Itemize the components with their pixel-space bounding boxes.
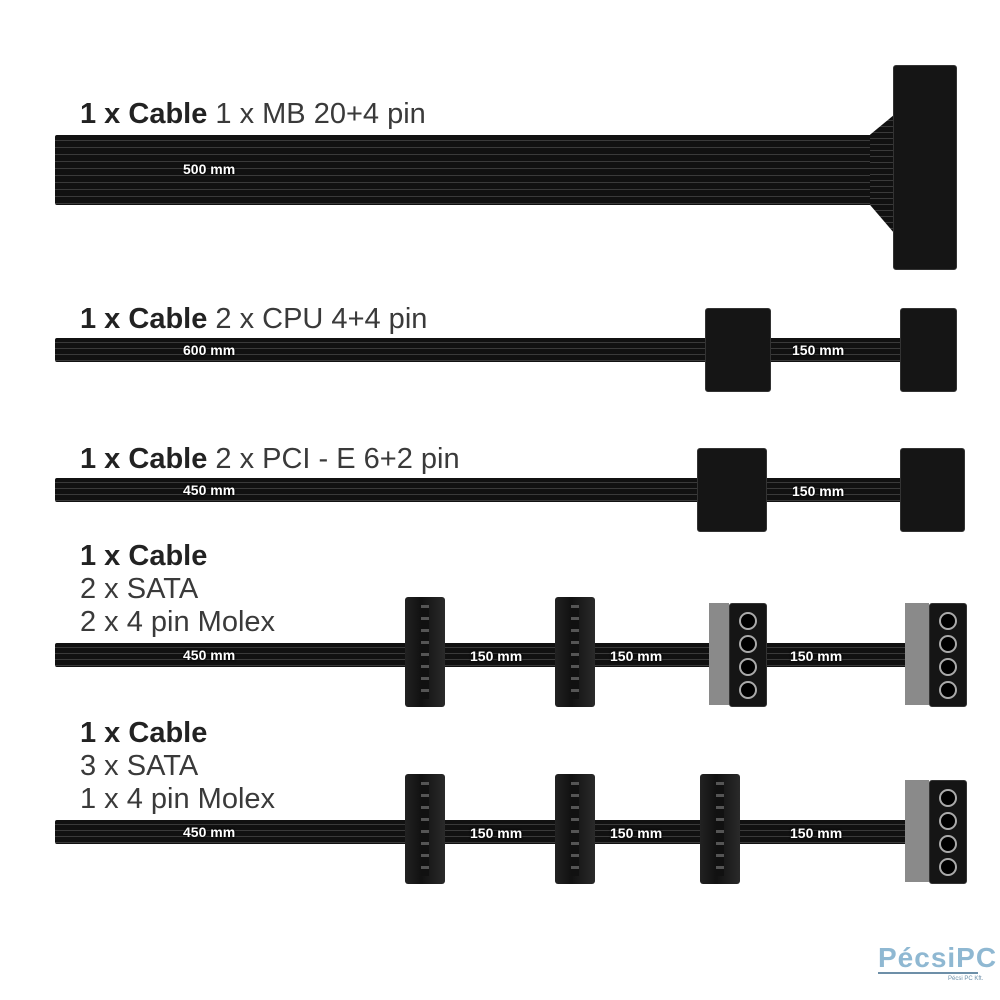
cpu-cable <box>55 338 935 362</box>
length-label: 150 mm <box>792 342 845 358</box>
title-desc: 2 x PCI - E 6+2 pin <box>215 443 460 475</box>
molex-connector <box>929 780 967 884</box>
sata-connector <box>700 774 740 884</box>
length-label: 150 mm <box>470 648 523 664</box>
cable-title-cpu: 1 x Cable 2 x CPU 4+4 pin <box>80 303 427 336</box>
molex-shell <box>905 603 929 705</box>
mb-24pin-connector <box>893 65 957 270</box>
pcie-cable <box>55 478 935 502</box>
title-desc: 1 x 4 pin Molex <box>80 783 276 815</box>
cable-title-mb: 1 x Cable 1 x MB 20+4 pin <box>80 98 426 131</box>
length-label: 600 mm <box>183 342 236 358</box>
sata-connector <box>555 774 595 884</box>
pcie-connector-1 <box>697 448 767 532</box>
cpu-connector-1 <box>705 308 771 392</box>
title-desc: 3 x SATA <box>80 750 199 782</box>
sata-connector <box>555 597 595 707</box>
length-label: 450 mm <box>183 647 236 663</box>
length-label: 150 mm <box>790 825 843 841</box>
title-desc: 2 x 4 pin Molex <box>80 606 276 638</box>
title-desc: 2 x SATA <box>80 573 199 605</box>
title-bold: 1 x Cable <box>80 98 208 130</box>
sata-molex-cable <box>55 643 960 667</box>
sata-connector <box>405 774 445 884</box>
sata-molex-cable-2 <box>55 820 935 844</box>
title-bold: 1 x Cable <box>80 303 208 335</box>
logo-underline <box>878 972 978 974</box>
cpu-connector-2 <box>900 308 957 392</box>
length-label: 500 mm <box>183 161 236 177</box>
title-desc: 2 x CPU 4+4 pin <box>215 303 428 335</box>
length-label: 150 mm <box>610 825 663 841</box>
pecsipc-logo: PécsiPC <box>878 942 998 973</box>
length-label: 150 mm <box>790 648 843 664</box>
length-label: 450 mm <box>183 824 236 840</box>
title-bold: 1 x Cable <box>80 717 208 749</box>
length-label: 150 mm <box>470 825 523 841</box>
title-desc: 1 x MB 20+4 pin <box>215 98 426 130</box>
mb-cable <box>55 135 875 205</box>
length-label: 450 mm <box>183 482 236 498</box>
molex-connector <box>729 603 767 707</box>
pcie-connector-2 <box>900 448 965 532</box>
sata-connector <box>405 597 445 707</box>
length-label: 150 mm <box>610 648 663 664</box>
title-bold: 1 x Cable <box>80 443 208 475</box>
length-label: 150 mm <box>792 483 845 499</box>
molex-shell <box>905 780 929 882</box>
logo-subtitle: Pécsi PC Kft. <box>948 976 984 982</box>
molex-shell <box>709 603 729 705</box>
molex-connector <box>929 603 967 707</box>
title-bold: 1 x Cable <box>80 540 208 572</box>
cable-title-pcie: 1 x Cable 2 x PCI - E 6+2 pin <box>80 443 460 476</box>
